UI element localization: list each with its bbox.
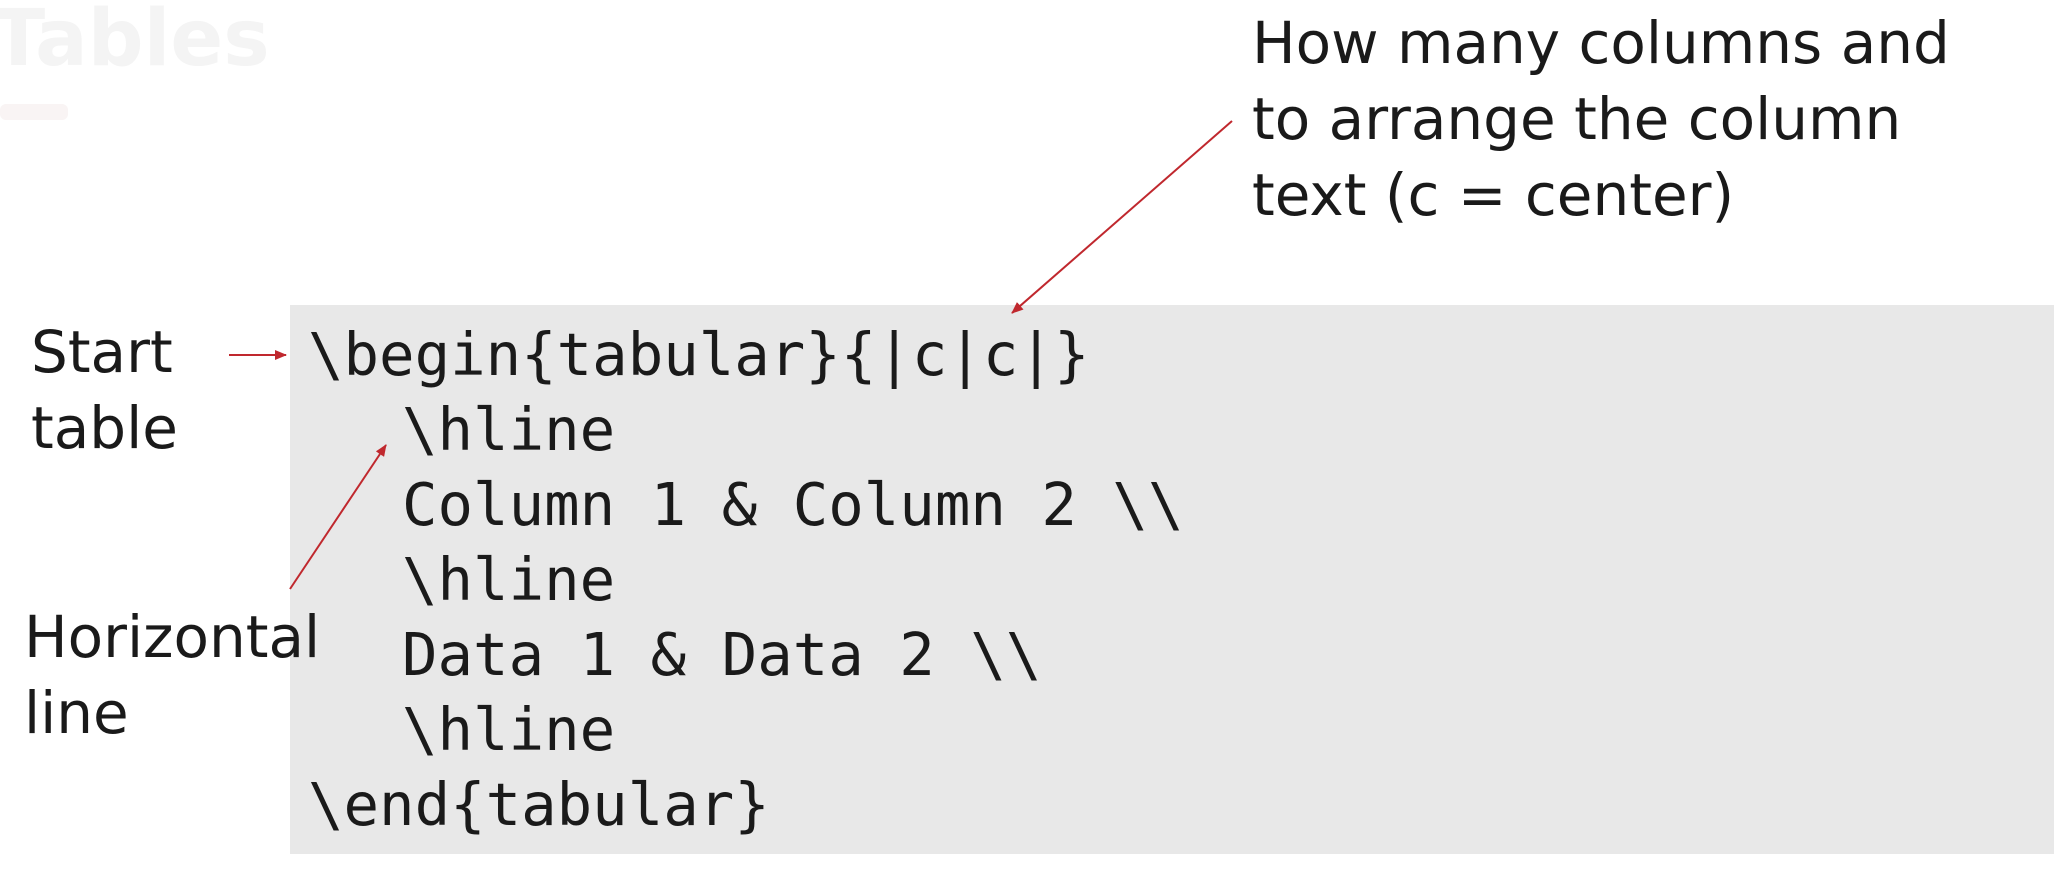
code-line-begin-tabular: \begin{tabular}{|c|c|} [308,320,1090,389]
code-line-header-row: Column 1 & Column 2 \\ [402,470,1184,539]
slide-subtitle-faded [0,104,68,120]
code-line-hline-1: \hline [402,395,616,464]
code-line-data-row: Data 1 & Data 2 \\ [402,620,1042,689]
code-block: \begin{tabular}{|c|c|} \hline Column 1 &… [290,305,2054,854]
start-note-line-1: Start [31,318,173,386]
hline-note-line-2: line [24,679,129,747]
columns-note-line-3: text (c = center) [1252,161,1735,229]
slide-title-faded: Tables [0,0,270,84]
code-line-hline-2: \hline [402,545,616,614]
columns-arrow [1011,120,1233,314]
code-line-end-tabular: \end{tabular} [308,770,770,839]
columns-note-line-2: to arrange the column [1252,85,1902,153]
columns-note-line-1: How many columns and [1252,9,1950,77]
code-line-hline-3: \hline [402,695,616,764]
hline-note-line-1: Horizontal [24,603,321,671]
start-note-line-2: table [31,394,178,462]
